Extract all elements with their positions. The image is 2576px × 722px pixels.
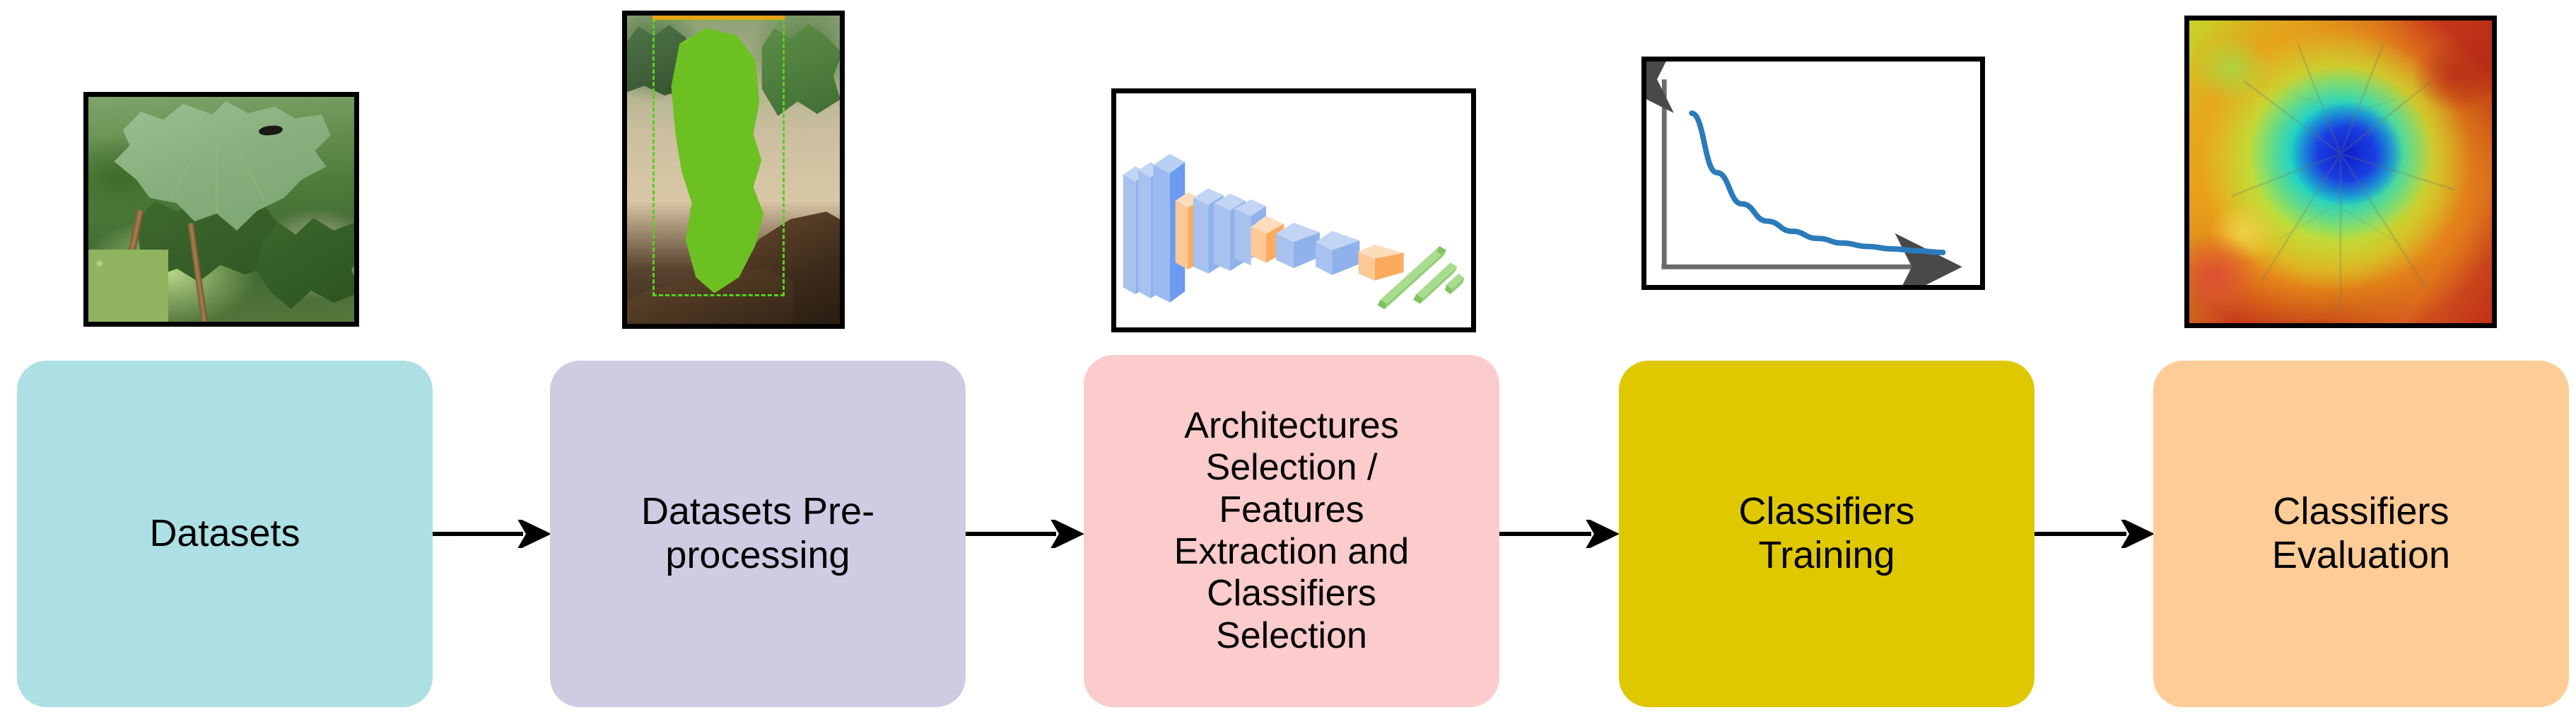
cnn-pool-block-3: [1358, 245, 1404, 281]
grape-cluster-segmentation: [622, 11, 845, 329]
arrow-architectures-to-training: [1499, 517, 1620, 551]
stage-box-classifiers-training[interactable]: Classifiers Training: [1619, 361, 2035, 707]
grape-photo-leaf-right: [761, 23, 840, 117]
training-loss-curve-chart: [1641, 57, 1985, 290]
stage-box-architectures-features-classifiers[interactable]: Architectures Selection / Features Extra…: [1084, 355, 1499, 707]
bounding-box-annotation: [652, 18, 785, 296]
grapevine-leaf-photo: [83, 92, 359, 327]
stage-label-classifiers-evaluation: Classifiers Evaluation: [2271, 490, 2451, 576]
heatmap-leaf-vein-overlay: [2231, 44, 2457, 311]
arrow-preprocessing-to-architectures: [966, 517, 1084, 551]
cnn-fc-bar-2: [1413, 262, 1458, 304]
stage-box-classifiers-evaluation[interactable]: Classifiers Evaluation: [2153, 361, 2569, 707]
stage-label-datasets: Datasets: [149, 512, 300, 555]
bounding-box-top-marker: [652, 16, 785, 20]
leaf-vein-center: [216, 110, 218, 214]
cnn-fc-bar-3: [1445, 273, 1465, 295]
grad-cam-heatmap: [2184, 16, 2497, 328]
leaf-photo-grape-cluster: [88, 250, 168, 322]
cnn-architecture-diagram: [1111, 88, 1476, 332]
arrow-datasets-to-preprocessing: [433, 517, 551, 551]
stage-label-architectures-features-classifiers: Architectures Selection / Features Extra…: [1173, 405, 1410, 656]
cnn-conv-block-7: [1275, 222, 1320, 269]
cnn-fc-bar-1: [1377, 245, 1446, 310]
stage-label-datasets-pre-processing: Datasets Pre- processing: [640, 490, 875, 576]
stage-box-datasets[interactable]: Datasets: [17, 361, 433, 707]
stage-box-datasets-pre-processing[interactable]: Datasets Pre- processing: [550, 361, 966, 707]
stage-label-classifiers-training: Classifiers Training: [1738, 490, 1915, 576]
heatmap-accent-layer: [2189, 21, 2492, 323]
arrow-training-to-evaluation: [2035, 517, 2155, 551]
loss-curve-path: [1689, 110, 1946, 255]
cnn-conv-block-8: [1316, 231, 1360, 275]
